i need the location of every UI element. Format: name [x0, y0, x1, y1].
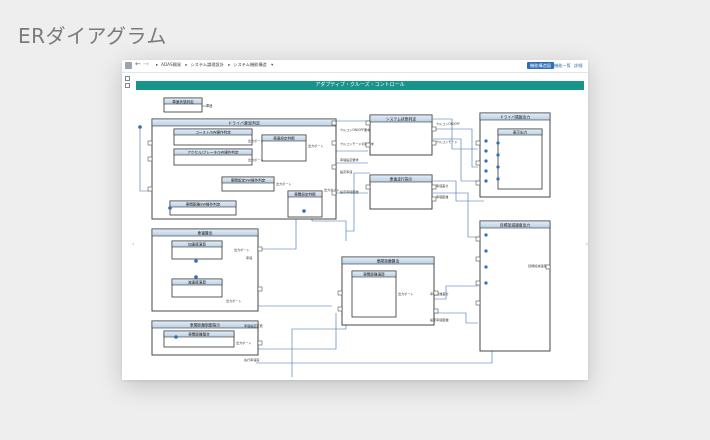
scroll-left-icon[interactable]: ‹	[132, 241, 135, 248]
block-title: システム状態判定	[386, 116, 416, 121]
breadcrumb: ▸ADAS開発 ▸システム論理設計 ▸システム機能構造 ▾	[156, 62, 274, 67]
home-icon[interactable]	[125, 62, 132, 69]
port-label: 車間距離	[436, 194, 448, 199]
block-title: 車間設定SW操作判定	[231, 178, 266, 183]
forward-arrow-icon[interactable]: →	[143, 60, 149, 68]
block-title: 減速度演算	[188, 280, 206, 285]
block-accel[interactable]: アクセル/ブレーキ/SW操作判定	[173, 148, 253, 166]
block-title: 表示出力	[513, 130, 528, 135]
block-title: ドライバ意思判定	[228, 120, 260, 126]
diagram-canvas[interactable]: アダプティブ・クルーズ・コントロール	[132, 81, 588, 377]
port-label: 車速	[206, 103, 213, 108]
port-label: 出力ポート	[226, 298, 241, 303]
block-title: 車速算出	[197, 230, 212, 235]
port-markers	[138, 125, 500, 339]
block-dist-set[interactable]: 車間設定判断	[287, 190, 323, 218]
block-dist-comp[interactable]: 車間距離演算	[351, 270, 397, 318]
port-label: 出力ポート	[398, 291, 413, 296]
breadcrumb-item[interactable]: システム機能構造	[233, 62, 267, 67]
port-label: 出力ポート	[248, 138, 263, 143]
port-squares	[147, 120, 551, 346]
list-view-link[interactable]: 機能一覧	[554, 63, 571, 68]
back-arrow-icon[interactable]: ←	[135, 60, 141, 68]
block-title: 車速状態判定	[172, 99, 194, 104]
page-title: ERダイアグラム	[18, 24, 167, 48]
port-label: 車間設定変更	[244, 323, 263, 328]
block-title: 車間距離演算	[363, 272, 385, 277]
block-target-out[interactable]: 目標加減速度出力	[479, 220, 551, 352]
port-label: クルコンモード切替要求	[340, 141, 374, 146]
layers-icon[interactable]	[125, 83, 130, 88]
scroll-right-icon[interactable]: ›	[585, 241, 588, 248]
block-title: コースト/SW操作判定	[195, 130, 231, 135]
port-label: 車速	[246, 255, 252, 260]
block-setting-sw[interactable]: 車間設定SW操作判定	[221, 176, 275, 192]
port-label: クルコンON/OFF	[436, 121, 460, 126]
port-label: 出力ポート	[276, 181, 291, 186]
block-dist-rel[interactable]: 車間距離整合	[163, 330, 235, 348]
port-labels: 出力ポート 出力ポート 出力ポート 出力ポート 出力ポート 車間設定要求 設定車…	[226, 121, 547, 362]
port-label: 車間設定要求	[340, 157, 359, 162]
block-accel-calc[interactable]: 加速度演算	[171, 240, 223, 260]
block-title: 車速設定判断	[273, 136, 295, 141]
port-label: 設定車速	[340, 169, 352, 174]
block-speed-set[interactable]: 車速設定判断	[261, 134, 307, 162]
port-label: 先行車速度	[244, 357, 259, 362]
app-window: ← → ▸ADAS開発 ▸システム論理設計 ▸システム機能構造 ▾ 機能構造図 …	[122, 60, 588, 380]
port-label: 設定車間距離	[430, 317, 449, 322]
diagram-title: アダプティブ・クルーズ・コントロール	[136, 81, 584, 90]
block-system-state[interactable]: システム状態判定	[369, 114, 433, 156]
block-vehicle-state[interactable]: 車速状態判定	[163, 97, 203, 113]
panel-icon[interactable]	[125, 76, 130, 81]
port-label: 設定車間距離	[340, 189, 359, 194]
block-decel-calc[interactable]: 減速度演算	[171, 278, 223, 298]
port-label: 出力ポート	[308, 143, 323, 148]
port-label: 目標加減速度	[528, 263, 547, 268]
block-title: 加速度演算	[188, 242, 206, 247]
block-title: 車速走行指示	[390, 176, 413, 181]
block-title: 目標加減速度出力	[500, 222, 531, 227]
port-label: 車間距離差分	[430, 291, 449, 296]
block-display-out[interactable]: 表示出力	[497, 128, 543, 190]
port-label: 車速差分	[436, 183, 448, 188]
detail-view-link[interactable]: 詳細	[574, 63, 583, 68]
diagram-svg: 車速状態判定 車速 ドライバ意思判定 コースト/SW操作判定 アクセル/ブレーキ…	[138, 97, 551, 377]
port-label: クルコンON/OFF要求	[340, 127, 370, 132]
block-title: 車間設定判断	[294, 192, 316, 197]
block-title: アクセル/ブレーキ/SW操作判定	[187, 150, 239, 155]
breadcrumb-item[interactable]: システム論理設計	[190, 62, 224, 67]
port-label: 出力ポート	[248, 157, 263, 162]
block-title: 車間距離制御指示	[190, 322, 221, 327]
block-title: 車間距離SW操作判定	[186, 202, 221, 207]
side-toolbar	[125, 76, 131, 90]
block-target-speed[interactable]: 車速走行指示	[369, 174, 433, 210]
port-label: 出力ポート	[324, 187, 339, 192]
port-label: クルコンモード	[436, 139, 458, 144]
port-label: 出力ポート	[234, 247, 249, 252]
port-label: 出力ポート	[236, 340, 251, 345]
structure-view-button[interactable]: 機能構造図	[527, 62, 554, 69]
block-coast[interactable]: コースト/SW操作判定	[173, 128, 253, 146]
block-title: 車間距離整合	[188, 332, 210, 337]
block-title: 車間距離算出	[377, 258, 400, 263]
breadcrumb-item[interactable]: ADAS開発	[161, 62, 182, 67]
block-title: ドライバ情報出力	[500, 114, 531, 119]
block-dist-sw[interactable]: 車間距離SW操作判定	[169, 200, 237, 216]
toolbar: ← → ▸ADAS開発 ▸システム論理設計 ▸システム機能構造 ▾ 機能構造図 …	[122, 60, 588, 73]
